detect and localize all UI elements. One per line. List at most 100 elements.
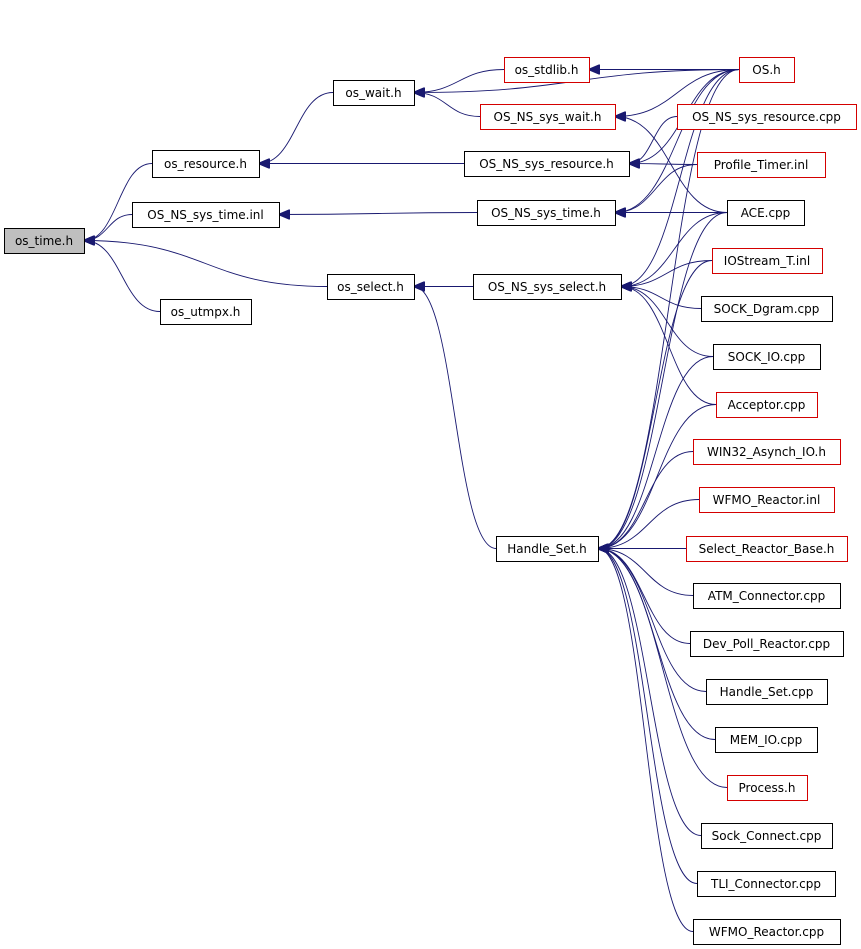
node-box[interactable] <box>686 536 848 562</box>
nodes-layer: os_time.h os_resource.hOS_NS_sys_time.inl… <box>4 57 857 945</box>
node-os-time-h[interactable]: os_time.h <box>4 228 85 254</box>
node-label: WFMO_Reactor.inl <box>713 493 821 507</box>
node-os-ns-sys-resource-h[interactable]: OS_NS_sys_resource.h <box>464 151 630 177</box>
node-label: OS_NS_sys_resource.h <box>479 157 614 171</box>
node-box[interactable] <box>706 679 828 705</box>
edge-ace_cpp-to-os_ns_sys_select_h <box>621 212 728 287</box>
edge-os_ns_sys_time_inl-to-os_time_h <box>84 214 133 241</box>
node-os-ns-sys-time-h[interactable]: OS_NS_sys_time.h <box>477 200 616 226</box>
edge-os_h-to-os_ns_sys_select_h <box>621 69 740 287</box>
node-label: Dev_Poll_Reactor.cpp <box>703 637 830 651</box>
node-box[interactable] <box>693 583 841 609</box>
node-box[interactable] <box>132 202 280 228</box>
edge-win32_asynch_io_h-to-handle_set_h <box>598 451 694 549</box>
node-os-ns-sys-time-inl[interactable]: OS_NS_sys_time.inl <box>132 202 280 228</box>
edge-acceptor_cpp-to-os_ns_sys_select_h <box>621 287 717 405</box>
node-atm-connector-cpp[interactable]: ATM_Connector.cpp <box>693 583 841 609</box>
node-box[interactable] <box>693 439 841 465</box>
node-box[interactable] <box>4 228 85 254</box>
node-box[interactable] <box>160 299 252 325</box>
node-wfmo-reactor-cpp[interactable]: WFMO_Reactor.cpp <box>693 919 841 945</box>
node-sock-io-cpp[interactable]: SOCK_IO.cpp <box>713 344 821 370</box>
node-profile-timer-inl[interactable]: Profile_Timer.inl <box>697 152 826 178</box>
node-label: TLI_Connector.cpp <box>710 877 821 891</box>
node-os-utmpx-h[interactable]: os_utmpx.h <box>160 299 252 325</box>
node-box[interactable] <box>473 274 622 300</box>
node-tli-connector-cpp[interactable]: TLI_Connector.cpp <box>697 871 836 897</box>
edge-ace_cpp-to-handle_set_h <box>598 212 728 549</box>
node-box[interactable] <box>713 344 821 370</box>
node-box[interactable] <box>480 104 616 130</box>
edge-os_h-to-os_ns_sys_time_h <box>615 69 740 213</box>
node-box[interactable] <box>693 919 841 945</box>
node-box[interactable] <box>727 200 805 226</box>
node-box[interactable] <box>327 274 415 300</box>
node-label: MEM_IO.cpp <box>730 733 802 747</box>
node-dev-poll-reactor-cpp[interactable]: Dev_Poll_Reactor.cpp <box>690 631 844 657</box>
edge-sock_dgram_cpp-to-os_ns_sys_select_h <box>621 287 702 309</box>
edge-sock_io_cpp-to-handle_set_h <box>598 356 714 549</box>
node-box[interactable] <box>701 296 833 322</box>
node-box[interactable] <box>716 392 818 418</box>
node-acceptor-cpp[interactable]: Acceptor.cpp <box>716 392 818 418</box>
edge-wfmo_reactor_cpp-to-handle_set_h <box>598 549 694 932</box>
edge-handle_set_h-to-os_select_h <box>414 287 497 549</box>
node-label: OS_NS_sys_time.h <box>491 206 601 220</box>
edge-os_wait_h-to-os_resource_h <box>259 92 334 164</box>
node-label: ATM_Connector.cpp <box>708 589 825 603</box>
node-iostream-t-inl[interactable]: IOStream_T.inl <box>712 248 823 274</box>
edge-os_h-to-handle_set_h <box>598 69 740 549</box>
node-box[interactable] <box>333 80 415 106</box>
node-ace-cpp[interactable]: ACE.cpp <box>727 200 805 226</box>
node-os-stdlib-h[interactable]: os_stdlib.h <box>504 57 590 83</box>
edge-acceptor_cpp-to-handle_set_h <box>598 404 717 549</box>
node-box[interactable] <box>477 200 616 226</box>
node-label: ACE.cpp <box>741 206 791 220</box>
node-label: OS_NS_sys_wait.h <box>494 110 602 124</box>
node-label: Select_Reactor_Base.h <box>699 542 835 556</box>
node-wfmo-reactor-inl[interactable]: WFMO_Reactor.inl <box>699 487 835 513</box>
node-os-ns-sys-wait-h[interactable]: OS_NS_sys_wait.h <box>480 104 616 130</box>
node-label: os_resource.h <box>164 157 247 171</box>
node-box[interactable] <box>701 823 833 849</box>
node-select-reactor-base-h[interactable]: Select_Reactor_Base.h <box>686 536 848 562</box>
node-box[interactable] <box>697 152 826 178</box>
node-box[interactable] <box>715 727 818 753</box>
node-handle-set-h[interactable]: Handle_Set.h <box>496 536 599 562</box>
node-label: OS_NS_sys_resource.cpp <box>692 110 841 124</box>
node-box[interactable] <box>712 248 823 274</box>
node-box[interactable] <box>727 775 808 801</box>
node-box[interactable] <box>152 150 260 178</box>
node-os-select-h[interactable]: os_select.h <box>327 274 415 300</box>
node-os-ns-sys-select-h[interactable]: OS_NS_sys_select.h <box>473 274 622 300</box>
node-os-h[interactable]: OS.h <box>739 57 795 83</box>
node-os-wait-h[interactable]: os_wait.h <box>333 80 415 106</box>
node-label: SOCK_IO.cpp <box>728 350 805 364</box>
node-win32-asynch-io-h[interactable]: WIN32_Asynch_IO.h <box>693 439 841 465</box>
node-os-ns-sys-resource-cpp[interactable]: OS_NS_sys_resource.cpp <box>677 104 857 130</box>
node-box[interactable] <box>690 631 844 657</box>
node-os-resource-h[interactable]: os_resource.h <box>152 150 260 178</box>
edge-os_ns_sys_wait_h-to-os_wait_h <box>414 93 481 117</box>
node-box[interactable] <box>504 57 590 83</box>
node-label: os_utmpx.h <box>171 305 241 319</box>
node-label: IOStream_T.inl <box>724 254 810 268</box>
node-box[interactable] <box>464 151 630 177</box>
node-sock-connect-cpp[interactable]: Sock_Connect.cpp <box>701 823 833 849</box>
node-process-h[interactable]: Process.h <box>727 775 808 801</box>
node-label: Handle_Set.cpp <box>720 685 814 699</box>
node-box[interactable] <box>739 57 795 83</box>
node-label: os_time.h <box>15 234 73 248</box>
node-handle-set-cpp[interactable]: Handle_Set.cpp <box>706 679 828 705</box>
node-box[interactable] <box>697 871 836 897</box>
edge-os_ns_sys_time_h-to-os_ns_sys_time_inl <box>279 213 478 215</box>
node-sock-dgram-cpp[interactable]: SOCK_Dgram.cpp <box>701 296 833 322</box>
node-label: WFMO_Reactor.cpp <box>709 925 824 939</box>
edge-tli_connector_cpp-to-handle_set_h <box>598 549 698 884</box>
node-box[interactable] <box>496 536 599 562</box>
edge-os_utmpx_h-to-os_time_h <box>84 241 161 312</box>
node-box[interactable] <box>677 104 857 130</box>
node-box[interactable] <box>699 487 835 513</box>
node-mem-io-cpp[interactable]: MEM_IO.cpp <box>715 727 818 753</box>
